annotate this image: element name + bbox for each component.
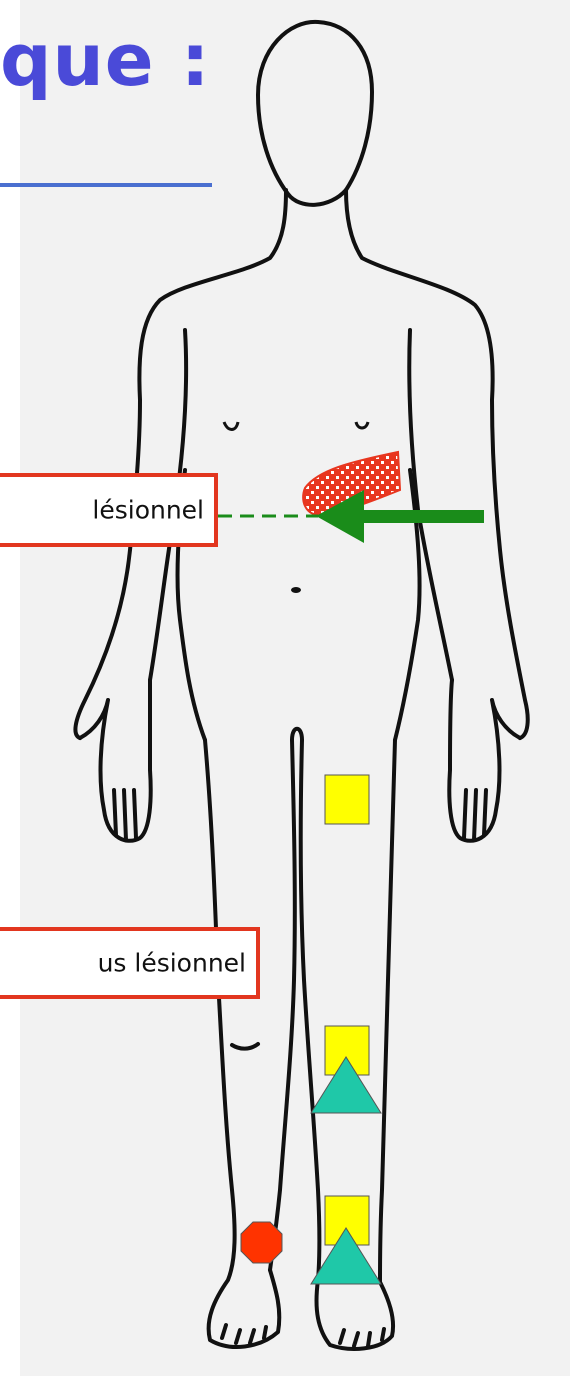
lower-label-box: us lésionnel [0,927,260,999]
octagon-marker-foot [241,1222,282,1263]
upper-label-text: lésionnel [92,496,204,525]
paper-background [20,0,570,1376]
square-marker-thigh [325,775,369,824]
navel [291,587,301,593]
lower-label-text: us lésionnel [98,949,246,978]
upper-label-box: lésionnel [0,473,218,547]
title-underline [0,183,212,187]
page-title: que : [0,18,211,102]
